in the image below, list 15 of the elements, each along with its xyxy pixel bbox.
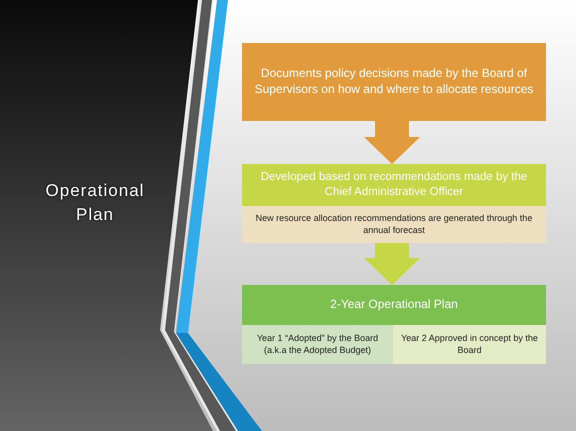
block-arrow: [364, 243, 420, 285]
box-text: Developed based on recommendations made by the Chief Administrative Officer: [260, 170, 528, 200]
plan-header-box: [242, 285, 546, 325]
box-text: 2-Year Operational Plan: [330, 297, 458, 313]
year-box: [393, 325, 546, 364]
note-box: [242, 206, 546, 243]
year-box: [242, 325, 393, 364]
box-text: Year 2 Approved in concept by the Board: [401, 332, 538, 356]
box-text: Year 1 “Adopted” by the Board (a.k.a the Adopted Budget): [256, 332, 380, 356]
box-text: New resource allocation recommendations are generated through the annual forecast: [254, 212, 534, 236]
block-arrow: [364, 121, 420, 164]
box-text: Documents policy decisions made by the Board of Supervisors on how and where to allocate resources: [254, 66, 534, 98]
slide-title: Operational Plan: [46, 181, 144, 224]
process-box: [242, 164, 546, 206]
process-box: [242, 43, 546, 121]
